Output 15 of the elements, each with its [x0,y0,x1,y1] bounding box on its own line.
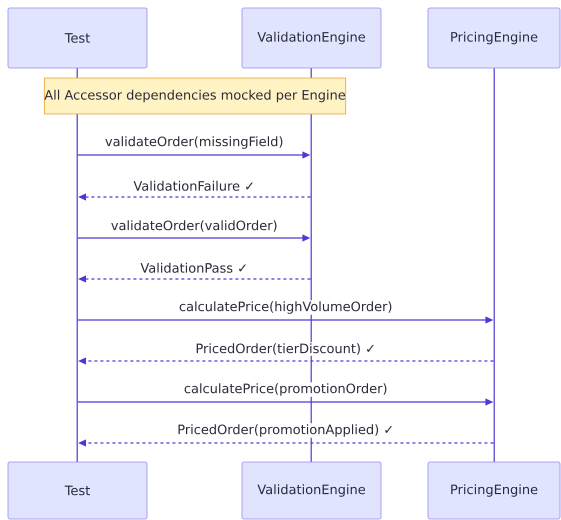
message-label: ValidationPass ✓ [139,262,249,274]
participant-box: ValidationEngine [242,8,382,68]
note-box: All Accessor dependencies mocked per Engine [44,78,346,114]
message-label: PricedOrder(promotionApplied) ✓ [176,423,396,438]
message-label: ValidationFailure ✓ [132,180,256,192]
message-label: validateOrder(validOrder) [110,219,279,233]
message-label: validateOrder(missingField) [104,135,284,150]
participant-box: Test [8,8,148,68]
participant-box: PricingEngine [428,8,560,68]
participant-box: PricingEngine [428,462,560,520]
participant-box: Test [8,462,148,520]
message-label: calculatePrice(highVolumeOrder) [178,300,394,315]
message-label: PricedOrder(tierDiscount) ✓ [194,342,377,356]
participant-box: ValidationEngine [242,462,382,520]
message-label: calculatePrice(promotionOrder) [182,382,388,397]
